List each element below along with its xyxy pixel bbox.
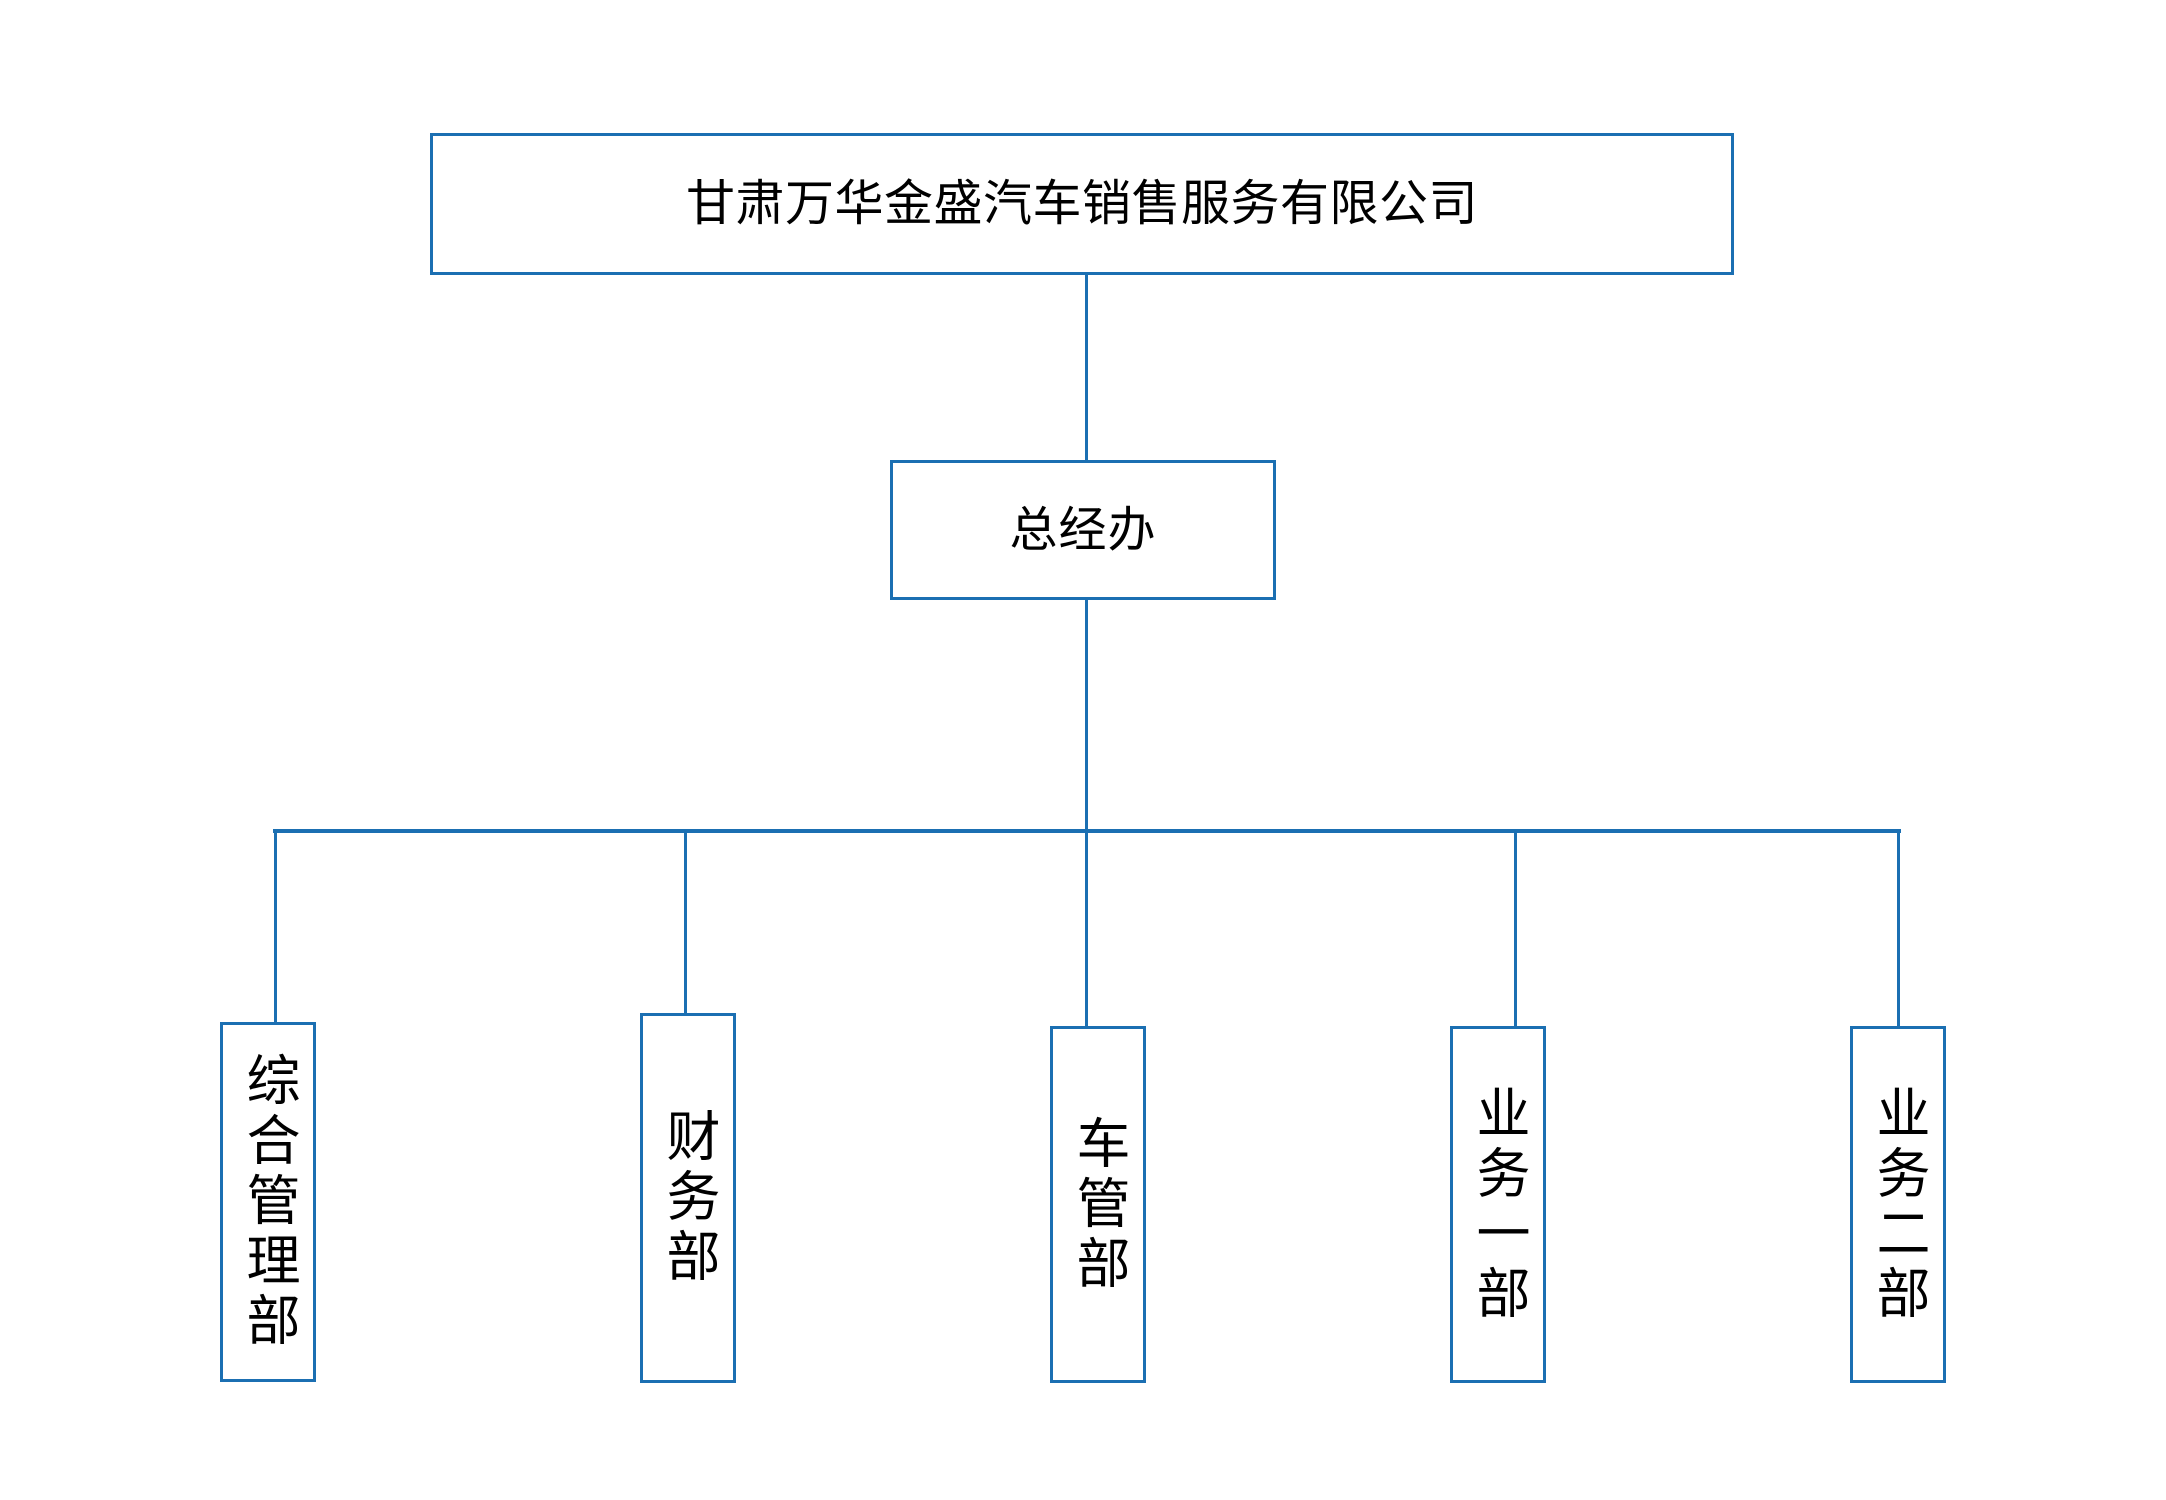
org-node-department-0-label: 综合管理部 [237, 1052, 300, 1352]
org-node-department-finance[interactable]: 财务部 [640, 1013, 736, 1383]
connector-bus-to-department-4 [1897, 831, 1900, 1028]
org-node-company-label: 甘肃万华金盛汽车销售服务有限公司 [685, 175, 1478, 233]
org-node-department-vehicle-management[interactable]: 车管部 [1050, 1026, 1146, 1383]
org-node-department-business-one[interactable]: 业务一部 [1450, 1026, 1546, 1383]
org-node-department-2-label: 车管部 [1067, 1114, 1130, 1295]
org-node-manager-label: 总经办 [1009, 501, 1157, 558]
connector-bus-to-department-3 [1514, 831, 1517, 1028]
connector-bus-to-department-0 [274, 831, 277, 1024]
connector-bus-to-department-2 [1085, 831, 1088, 1028]
org-node-company[interactable]: 甘肃万华金盛汽车销售服务有限公司 [430, 133, 1734, 275]
connector-company-to-manager [1085, 275, 1088, 460]
org-node-department-4-label: 业务二部 [1867, 1084, 1930, 1325]
connector-manager-to-bus [1085, 600, 1088, 833]
org-node-department-comprehensive-management[interactable]: 综合管理部 [220, 1022, 316, 1382]
org-node-department-business-two[interactable]: 业务二部 [1850, 1026, 1946, 1383]
org-node-manager[interactable]: 总经办 [890, 460, 1276, 600]
connector-bus-to-department-1 [684, 831, 687, 1015]
org-node-department-3-label: 业务一部 [1467, 1084, 1530, 1325]
org-node-department-1-label: 财务部 [657, 1108, 720, 1288]
